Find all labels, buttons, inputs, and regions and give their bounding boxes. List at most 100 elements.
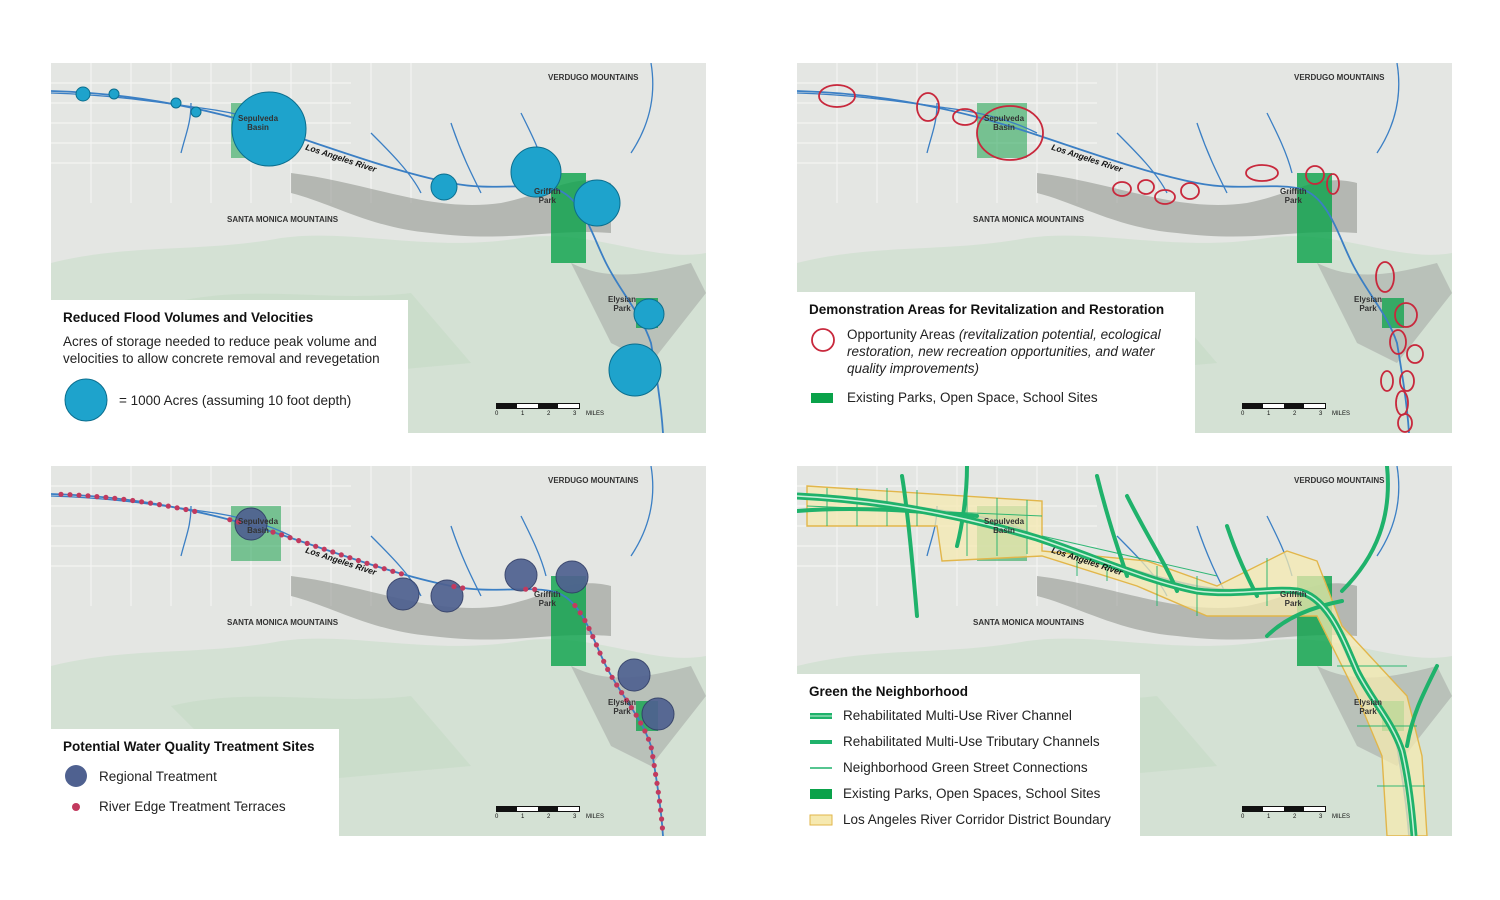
- scale-unit: MILES: [1332, 411, 1351, 417]
- river-edge-terrace: [165, 503, 171, 509]
- scale-tick: 1: [1267, 411, 1271, 417]
- label-griffith-park: Griffith Park: [534, 187, 561, 205]
- river-edge-terrace: [390, 568, 396, 574]
- label-verdugo-mountains: VERDUGO MOUNTAINS: [548, 476, 639, 485]
- opportunity-area: [1395, 390, 1409, 416]
- terrace-dot-swatch: [72, 802, 80, 811]
- label-elysian-park: Elysian Park: [608, 698, 637, 716]
- river-edge-terrace: [653, 771, 659, 777]
- opportunity-area: [1397, 413, 1413, 433]
- river-edge-terrace: [605, 666, 611, 672]
- river-edge-terrace: [355, 557, 361, 564]
- opportunity-overlay: [818, 84, 1424, 433]
- legend-item: Rehabilitated Multi-Use Tributary Channe…: [843, 734, 1100, 749]
- river-edge-terrace: [347, 555, 353, 561]
- river-edge-terrace: [112, 495, 118, 501]
- river-edge-terrace: [130, 497, 136, 504]
- river-edge-terrace: [651, 762, 657, 769]
- river-edge-terrace: [192, 508, 198, 514]
- flood-circle: [75, 86, 91, 102]
- label-sepulveda-basin: Sepulveda Basin: [984, 114, 1025, 132]
- corridor-boundary-swatch: [809, 814, 833, 825]
- river-edge-terrace: [572, 602, 578, 609]
- river-edge-terrace: [648, 745, 654, 751]
- river-edge-terrace: [58, 491, 64, 497]
- scale-tick: 0: [495, 411, 499, 417]
- legend-item: Neighborhood Green Street Connections: [843, 760, 1088, 775]
- legend-item: = 1000 Acres (assuming 10 foot depth): [119, 392, 352, 408]
- river-edge-terrace: [67, 492, 73, 498]
- river-edge-terrace: [628, 705, 635, 711]
- river-edge-terrace: [304, 540, 310, 546]
- river-edge-terrace: [338, 552, 344, 558]
- scale-tick: 3: [1319, 411, 1323, 417]
- river-edge-terrace: [582, 617, 588, 624]
- legend-item: Existing Parks, Open Spaces, School Site…: [843, 786, 1101, 801]
- river-edge-terrace: [139, 499, 145, 505]
- river-edge-terrace: [296, 538, 302, 544]
- legend-item: Regional Treatment: [99, 768, 217, 784]
- green-neighborhood-legend: Green the Neighborhood Rehabilitated Mul…: [797, 674, 1140, 836]
- opportunity-area: [1154, 189, 1176, 205]
- river-edge-terrace: [601, 658, 607, 664]
- river-edge-terrace: [321, 546, 327, 552]
- scale-tick: 2: [547, 814, 551, 820]
- flood-circle: [231, 91, 307, 167]
- scale-tick: 0: [1241, 814, 1245, 820]
- scale-tick: 1: [521, 814, 525, 820]
- legend-title: Demonstration Areas for Revitalization a…: [809, 302, 1165, 317]
- scale-tick: 2: [1293, 411, 1297, 417]
- park-swatch: [810, 788, 832, 799]
- legend-item: Opportunity Areas: [847, 327, 959, 342]
- flood-circle: [608, 343, 662, 397]
- opportunity-area: [1394, 302, 1418, 328]
- river-edge-terrace: [103, 494, 109, 500]
- opportunity-area: [1375, 261, 1395, 293]
- river-edge-terrace: [597, 650, 603, 656]
- river-edge-terrace: [279, 532, 285, 538]
- legend-title: Reduced Flood Volumes and Velocities: [63, 310, 314, 325]
- legend-item: Existing Parks, Open Space, School Sites: [847, 390, 1098, 405]
- regional-treatment-site: [641, 697, 675, 731]
- flood-legend: Reduced Flood Volumes and Velocities Acr…: [51, 300, 408, 433]
- river-edge-terrace: [451, 583, 457, 590]
- regional-treatment-site: [617, 658, 651, 692]
- regional-treatment-site: [386, 577, 420, 611]
- scale-unit: MILES: [586, 411, 605, 417]
- scale-unit: MILES: [1332, 814, 1351, 820]
- river-edge-terrace: [623, 697, 630, 703]
- opportunity-area: [916, 92, 940, 122]
- river-edge-terrace: [532, 586, 538, 592]
- river-edge-terrace: [156, 502, 162, 508]
- label-elysian-park: Elysian Park: [1354, 295, 1383, 313]
- park-swatch: [811, 392, 833, 403]
- river-edge-terrace: [287, 535, 293, 541]
- opportunity-area: [1245, 164, 1279, 182]
- river-edge-terrace: [577, 610, 583, 616]
- label-verdugo-mountains: VERDUGO MOUNTAINS: [1294, 73, 1385, 82]
- label-santa-monica-mountains: SANTA MONICA MOUNTAINS: [973, 618, 1085, 627]
- tributary-channel-swatch: [810, 739, 832, 744]
- opportunity-area: [1406, 344, 1424, 364]
- river-edge-terrace: [656, 798, 663, 804]
- river-edge-terrace: [174, 505, 180, 511]
- legend-description: Acres of storage needed to reduce peak v…: [63, 334, 380, 366]
- terrace-dots: [58, 491, 666, 831]
- flood-circle: [190, 106, 202, 118]
- river-edge-terrace: [76, 492, 82, 498]
- river-edge-terrace: [94, 494, 100, 500]
- opportunity-area: [1137, 179, 1155, 195]
- river-edge-terrace: [614, 682, 620, 688]
- scale-tick: 2: [1293, 814, 1297, 820]
- river-edge-terrace: [586, 625, 592, 632]
- opportunity-area: [1305, 165, 1325, 185]
- opportunity-area: [1180, 182, 1200, 200]
- river-edge-terrace: [364, 560, 370, 566]
- label-griffith-park: Griffith Park: [1280, 590, 1307, 608]
- scale-tick: 3: [573, 814, 577, 820]
